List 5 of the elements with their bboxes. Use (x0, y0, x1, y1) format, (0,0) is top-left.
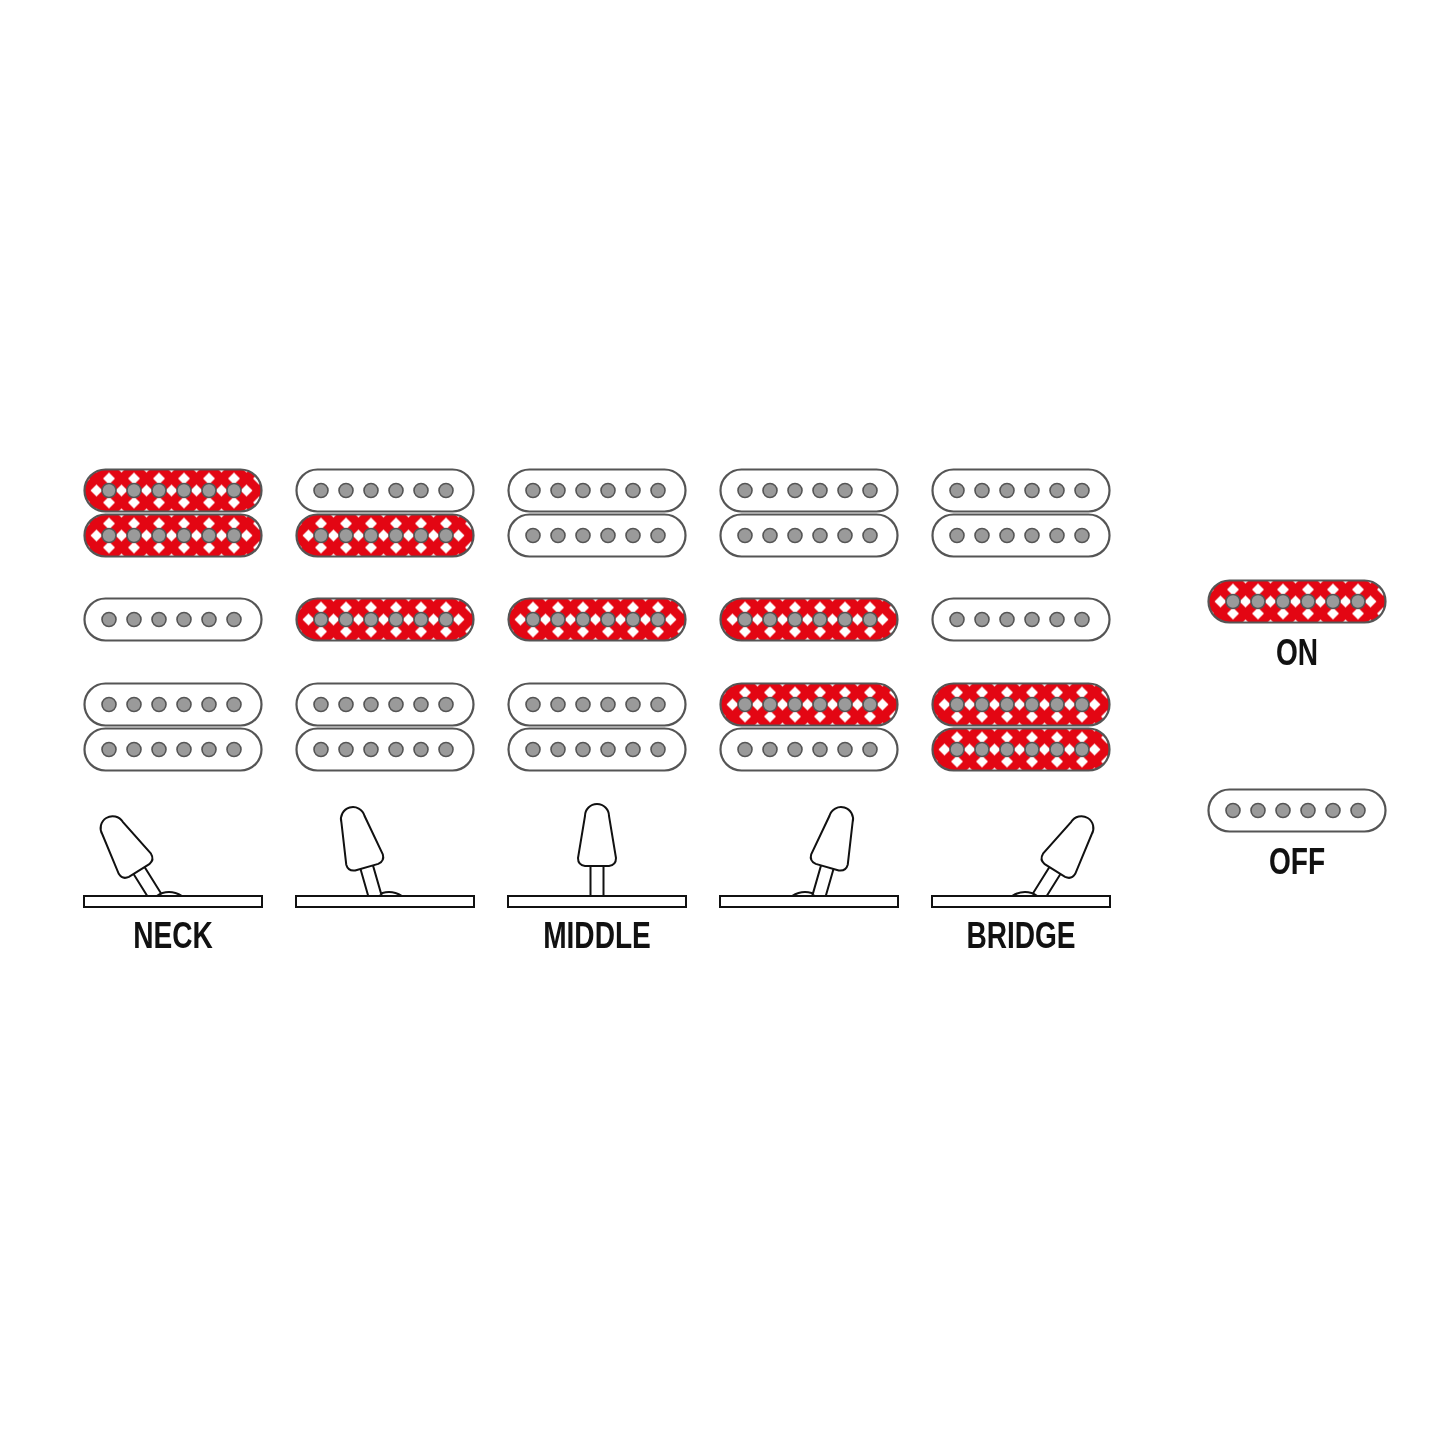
legend-label: ON (1275, 635, 1319, 671)
switch-position-label: MIDDLE (543, 918, 651, 954)
switch-position-label: NECK (133, 918, 213, 954)
switch-position-label: BRIDGE (966, 918, 1076, 954)
legend-label: OFF (1268, 844, 1326, 880)
